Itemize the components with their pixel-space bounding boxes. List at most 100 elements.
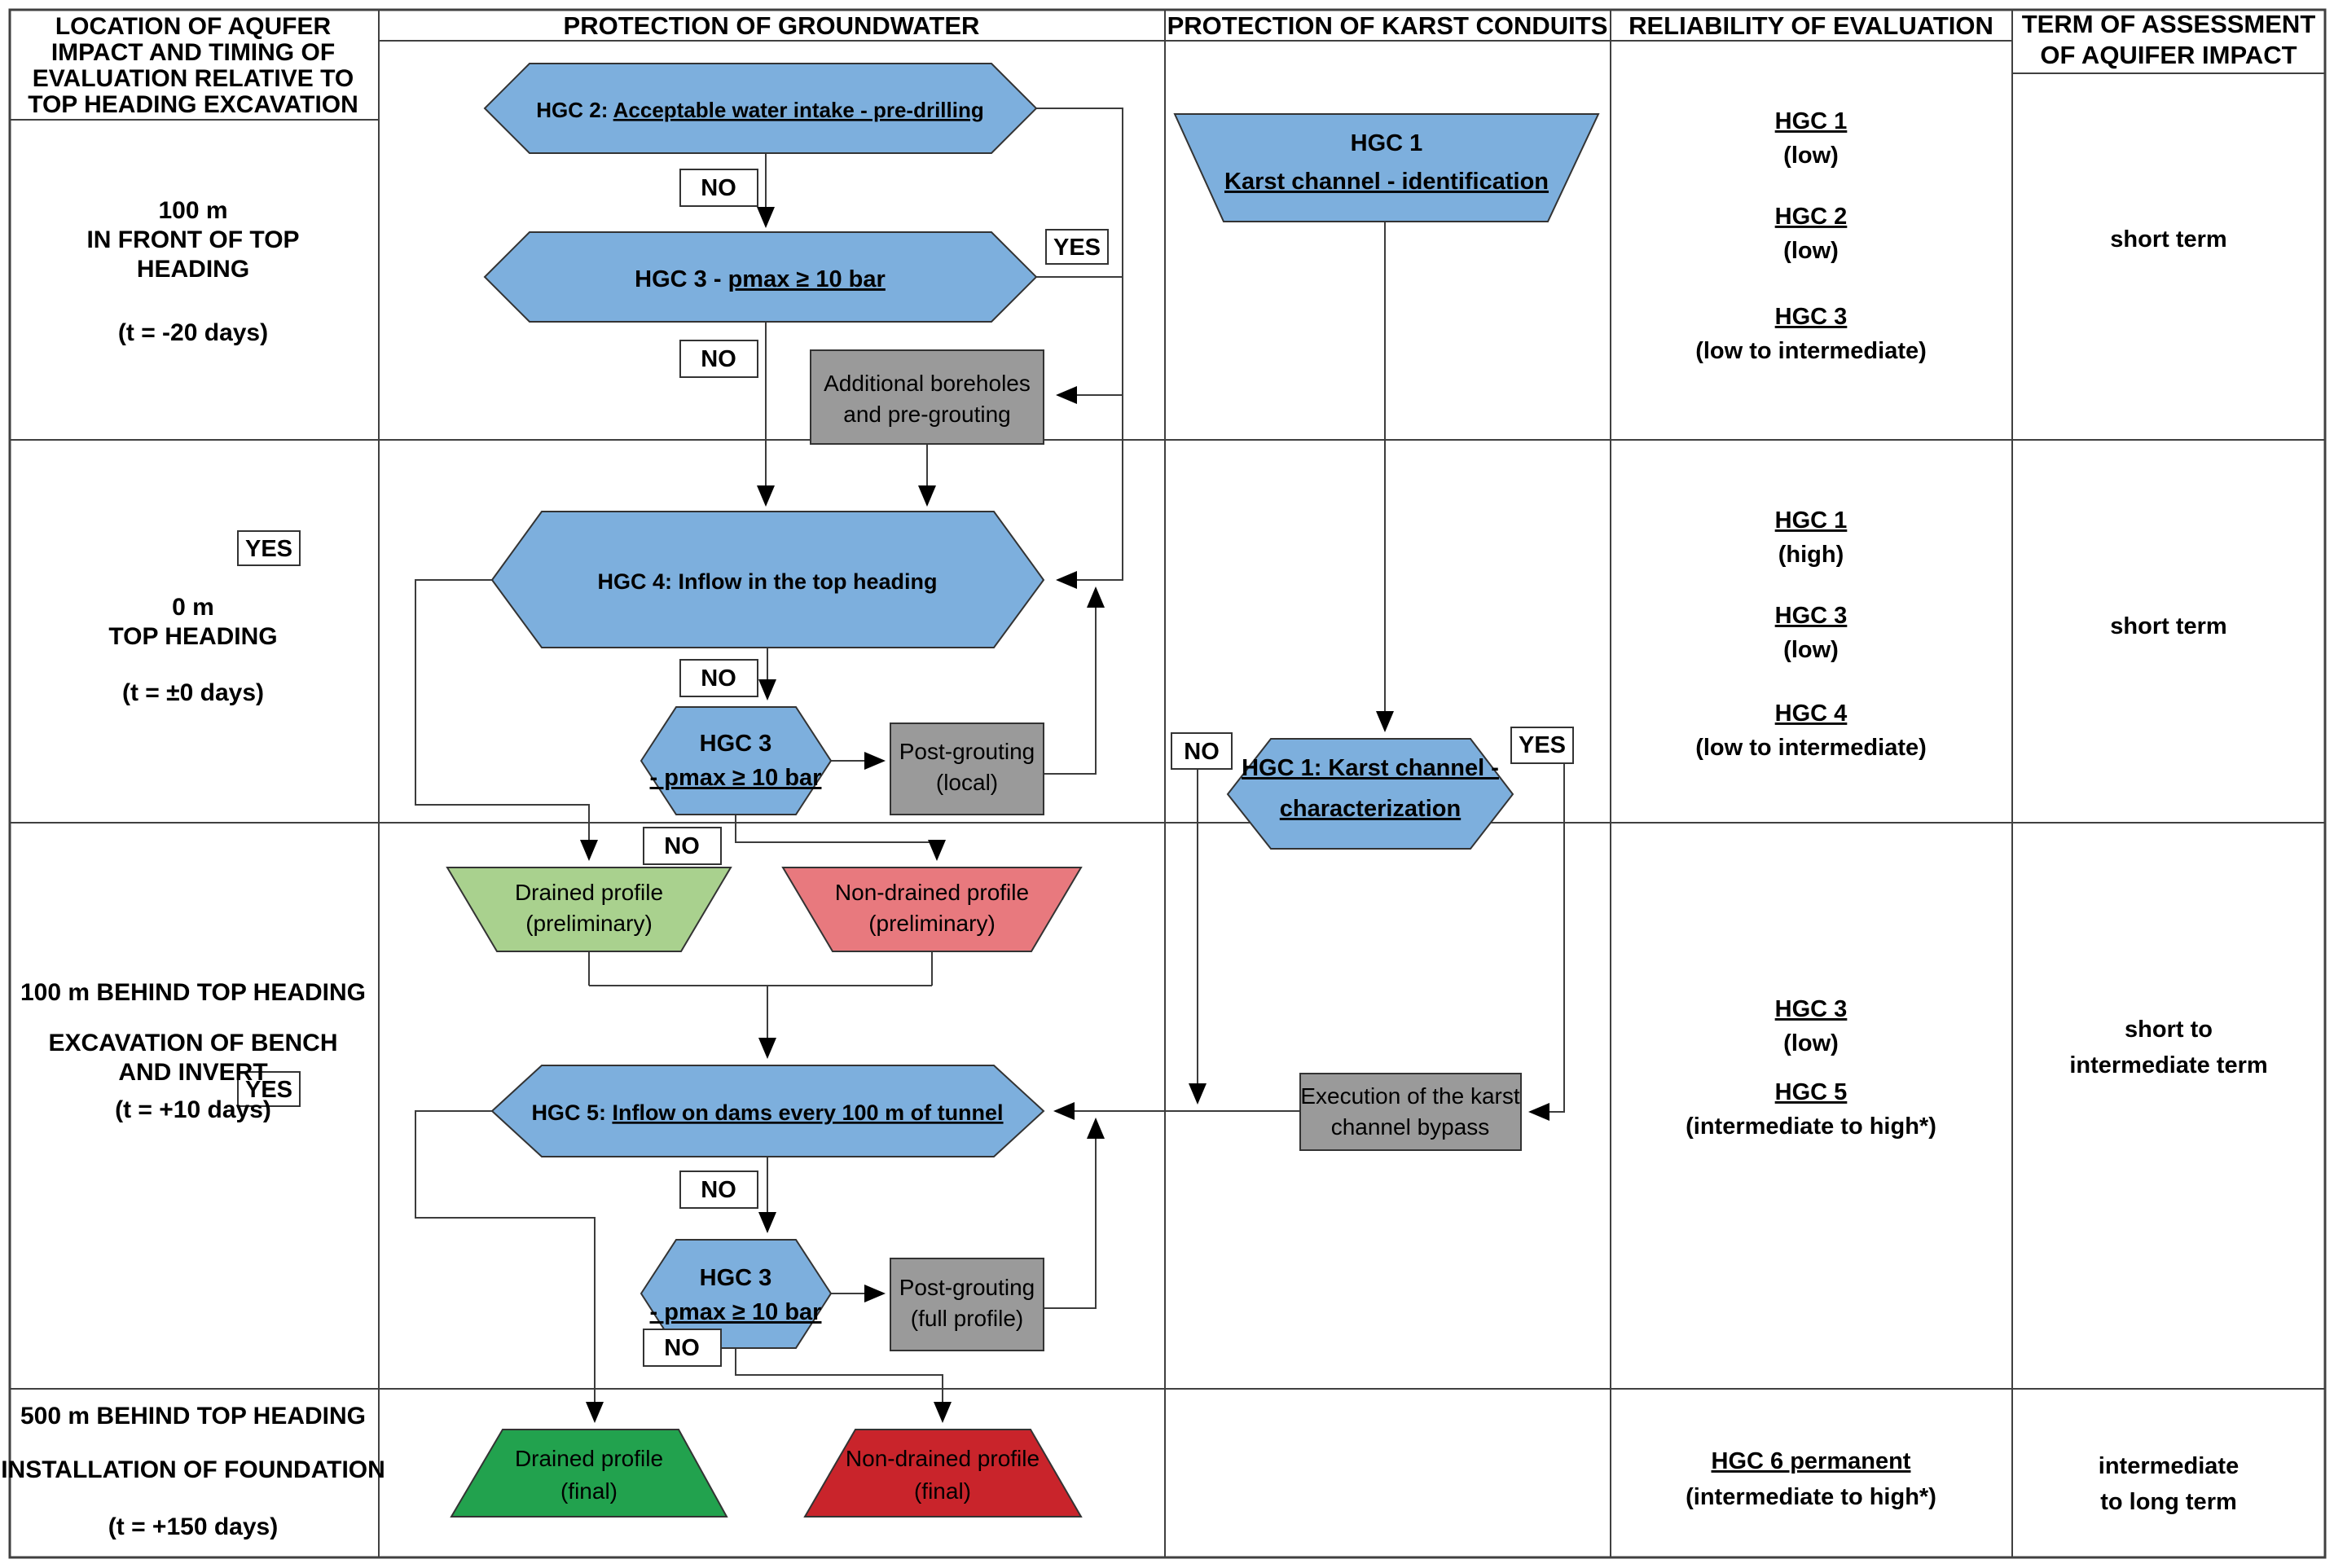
hgc5-label: HGC 5: Inflow on dams every 100 m of tun… <box>531 1100 1003 1125</box>
reliability-r4-hgc6-level: (intermediate to high*) <box>1686 1484 1936 1510</box>
connector-yes-trunk-to-hgc4 <box>1036 108 1123 589</box>
hgc1-characterization-node <box>1226 738 1514 850</box>
post-grouting-local-label-2: (local) <box>936 770 998 795</box>
row3-label-time: (t = +10 days) <box>115 1096 271 1123</box>
row1-label-3: HEADING <box>137 256 249 283</box>
yes-box-hgc4 <box>237 530 301 566</box>
hgc3-row2-node <box>640 706 833 815</box>
no-box-hgc3-row3 <box>643 1329 722 1367</box>
post-grouting-full-box <box>890 1258 1044 1351</box>
no-label-hgc3-row1: NO <box>701 346 736 372</box>
column-headers: LOCATION OF AQUFER IMPACT AND TIMING OF … <box>28 10 2315 118</box>
connector-hgc3r3-no-to-nondrained-final <box>735 1348 952 1423</box>
no-box-hgc3-row2 <box>643 827 722 865</box>
row2-label-2: TOP HEADING <box>108 623 277 650</box>
hgc4-label: HGC 4: Inflow in the top heading <box>598 569 938 594</box>
row2-label-time: (t = ±0 days) <box>122 679 264 706</box>
row4-label-time: (t = +150 days) <box>108 1513 278 1540</box>
term-r4-line2: to long term <box>2100 1489 2237 1515</box>
karst-bypass-box <box>1299 1073 1522 1151</box>
hgc3-row3-label-2: - pmax ≥ 10 bar <box>650 1299 822 1325</box>
row-labels: 100 m IN FRONT OF TOP HEADING (t = -20 d… <box>1 197 385 1540</box>
header-location-4: TOP HEADING EXCAVATION <box>28 91 358 118</box>
header-reliability: RELIABILITY OF EVALUATION <box>1629 11 1993 40</box>
header-location-2: IMPACT AND TIMING OF <box>51 39 335 66</box>
reliability-r1-hgc1-name: HGC 1 <box>1775 108 1848 134</box>
hgc5-node <box>490 1065 1045 1157</box>
connectors <box>415 108 1565 1423</box>
reliability-r4-hgc6-name: HGC 6 permanent <box>1712 1448 1911 1474</box>
drained-preliminary-label-1: Drained profile <box>515 880 663 905</box>
term-r3-line2: intermediate term <box>2069 1052 2267 1078</box>
drained-preliminary-label-2: (preliminary) <box>525 911 653 936</box>
term-r1: short term <box>2110 226 2226 253</box>
header-term-2: OF AQUIFER IMPACT <box>2040 41 2297 69</box>
row1-label-1: 100 m <box>158 197 227 224</box>
row3-label-1: 100 m BEHIND TOP HEADING <box>20 979 366 1006</box>
post-grouting-full-label-1: Post-grouting <box>899 1275 1035 1300</box>
header-karst: PROTECTION OF KARST CONDUITS <box>1167 11 1608 40</box>
reliability-r2-hgc3-level: (low) <box>1783 637 1839 663</box>
additional-boreholes-label-1: Additional boreholes <box>824 371 1031 396</box>
non-drained-preliminary-label-1: Non-drained profile <box>835 880 1029 905</box>
additional-boreholes-box <box>810 349 1044 445</box>
reliability-r3-hgc3-name: HGC 3 <box>1775 996 1848 1022</box>
header-location-3: EVALUATION RELATIVE TO <box>33 65 354 92</box>
row1-label-time: (t = -20 days) <box>118 319 268 346</box>
header-groundwater: PROTECTION OF GROUNDWATER <box>564 11 980 40</box>
reliability-r1-hgc3-name: HGC 3 <box>1775 304 1848 330</box>
no-box-hgc3-row1 <box>679 340 758 378</box>
reliability-r3-hgc5-name: HGC 5 <box>1775 1079 1848 1105</box>
non-drained-preliminary-label-2: (preliminary) <box>868 911 996 936</box>
drained-final-label-2: (final) <box>560 1478 618 1504</box>
no-label-hgc5: NO <box>701 1177 736 1203</box>
yes-label-hgc5: YES <box>245 1077 292 1103</box>
reliability-r2-hgc1-name: HGC 1 <box>1775 507 1848 534</box>
no-label-hgc2: NO <box>701 175 736 201</box>
term-r2: short term <box>2110 613 2226 639</box>
row3-label-3: AND INVERT <box>118 1059 267 1086</box>
hgc1-identification-label-2: Karst channel - identification <box>1224 169 1549 195</box>
yes-box-hgc3-row1 <box>1045 229 1109 265</box>
non-drained-preliminary-node <box>781 867 1083 952</box>
no-label-hgc3-row2: NO <box>664 833 700 859</box>
reliability-r2-hgc1-level: (high) <box>1778 542 1844 568</box>
no-label-hgc4: NO <box>701 665 736 692</box>
row2-label-1: 0 m <box>172 594 214 621</box>
header-term-1: TERM OF ASSESSMENT <box>2022 10 2316 38</box>
hgc1-identification-node <box>1173 113 1600 222</box>
hgc3-row3-label-1: HGC 3 <box>700 1265 772 1291</box>
drained-final-node <box>450 1429 728 1517</box>
yes-box-hgc5 <box>237 1071 301 1107</box>
hgc2-node <box>483 63 1038 154</box>
reliability-r3-hgc5-level: (intermediate to high*) <box>1686 1113 1936 1140</box>
hgc3-row2-label-2: - pmax ≥ 10 bar <box>650 765 822 791</box>
decision-labels: NO YES NO YES NO NO YES NO NO NO YES <box>237 169 1574 1367</box>
post-grouting-local-box <box>890 723 1044 815</box>
drained-preliminary-node <box>446 867 732 952</box>
row3-label-2: EXCAVATION OF BENCH <box>48 1030 337 1056</box>
header-location-1: LOCATION OF AQUFER <box>55 13 332 40</box>
no-label-hgc3-row3: NO <box>664 1335 700 1361</box>
reliability-r2-hgc4-level: (low to intermediate) <box>1695 735 1927 761</box>
reliability-r1-hgc3-level: (low to intermediate) <box>1695 338 1927 364</box>
table-grid <box>8 8 2327 1559</box>
term-r4-line1: intermediate <box>2099 1453 2239 1479</box>
connector-hgc5-yes-to-drained-final <box>415 1110 604 1423</box>
term-r3-line1: short to <box>2125 1017 2213 1043</box>
hgc3-row1-label: HGC 3 - pmax ≥ 10 bar <box>635 266 886 292</box>
row1-label-2: IN FRONT OF TOP <box>86 226 299 253</box>
no-label-hgc1-char: NO <box>1184 739 1220 765</box>
connector-hgc4-yes-to-drained-prelim <box>415 579 598 861</box>
drained-final-label-1: Drained profile <box>515 1446 663 1471</box>
table-outer-border <box>8 8 2327 1559</box>
term-column: short term short term short to intermedi… <box>2069 226 2267 1515</box>
connector-postgrouting-full-loop <box>1044 1118 1105 1309</box>
non-drained-final-label-2: (final) <box>914 1478 971 1504</box>
hgc4-node <box>490 511 1045 648</box>
reliability-column: HGC 1 (low) HGC 2 (low) HGC 3 (low to in… <box>1686 108 1936 1510</box>
yes-label-hgc4: YES <box>245 536 292 562</box>
reliability-r1-hgc2-name: HGC 2 <box>1775 204 1848 230</box>
